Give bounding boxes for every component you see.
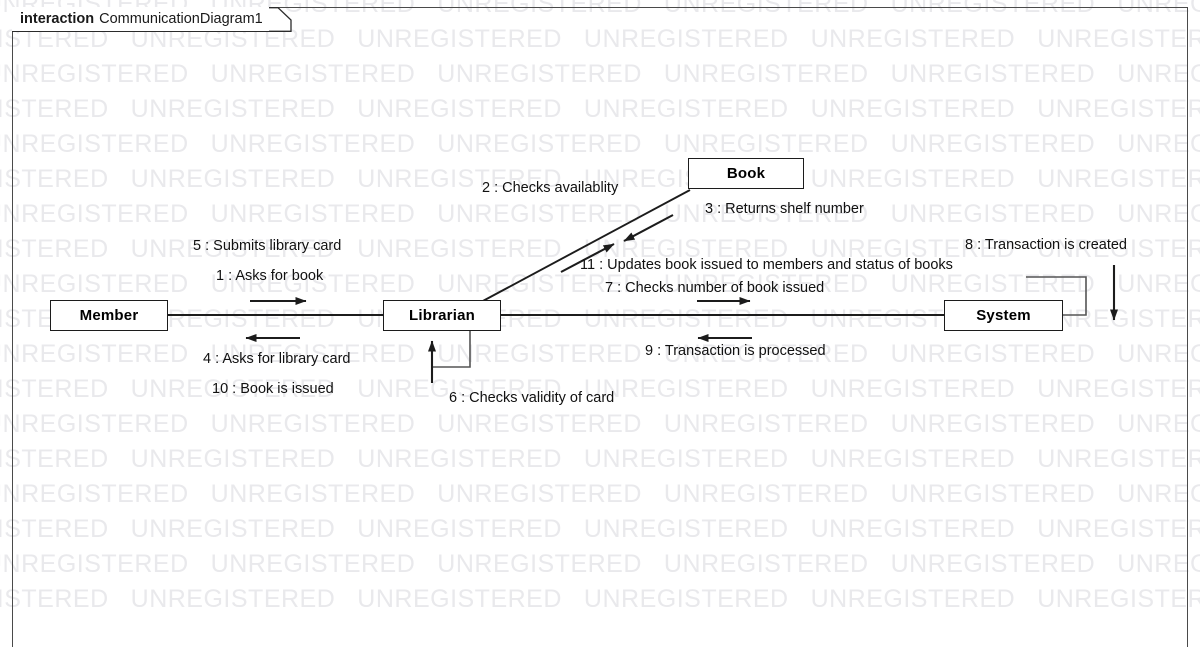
message-label-9[interactable]: 9 : Transaction is processed — [645, 343, 826, 359]
node-system[interactable]: System — [944, 300, 1063, 331]
message-label-3[interactable]: 3 : Returns shelf number — [705, 201, 864, 217]
frame-tab-name: CommunicationDiagram1 — [99, 10, 263, 27]
message-label-6[interactable]: 6 : Checks validity of card — [449, 390, 615, 406]
node-book-label: Book — [726, 165, 766, 182]
message-label-7[interactable]: 7 : Checks number of book issued — [605, 280, 825, 296]
message-label-11[interactable]: 11 : Updates book issued to members and … — [580, 257, 953, 273]
node-member[interactable]: Member — [50, 300, 168, 331]
frame-tab-label: interaction CommunicationDiagram1 — [12, 7, 269, 31]
message-label-4[interactable]: 4 : Asks for library card — [203, 351, 351, 367]
node-librarian-label: Librarian — [409, 307, 475, 324]
message-label-10[interactable]: 10 : Book is issued — [212, 381, 334, 397]
node-book[interactable]: Book — [688, 158, 804, 189]
message-label-5[interactable]: 5 : Submits library card — [193, 238, 342, 254]
frame-tab-keyword: interaction — [20, 10, 95, 27]
message-label-1[interactable]: 1 : Asks for book — [216, 268, 324, 284]
diagram-frame-border — [12, 7, 1188, 647]
message-label-2[interactable]: 2 : Checks availablity — [482, 180, 619, 196]
node-member-label: Member — [79, 307, 139, 324]
node-system-label: System — [976, 307, 1031, 324]
node-librarian[interactable]: Librarian — [383, 300, 501, 331]
message-label-8[interactable]: 8 : Transaction is created — [965, 237, 1127, 253]
